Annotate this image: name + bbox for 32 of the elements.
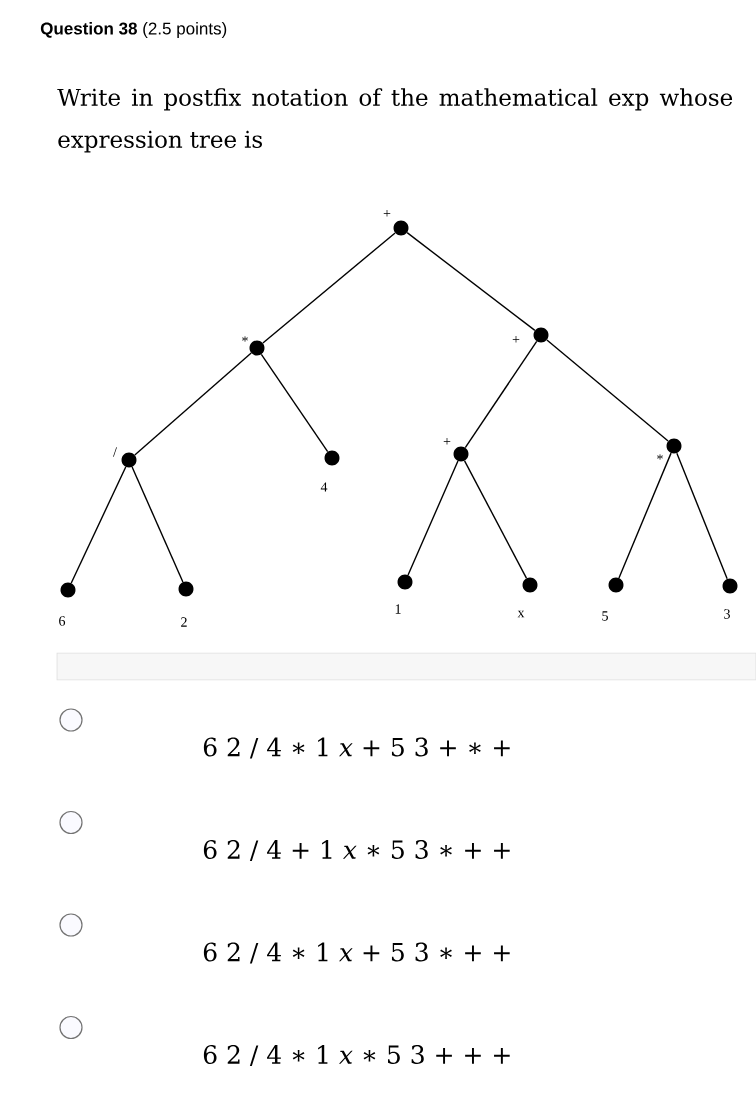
tree-edge bbox=[546, 339, 669, 442]
tree-edge bbox=[262, 232, 396, 344]
node-label: 3 bbox=[724, 609, 730, 619]
node-label: 6 bbox=[59, 616, 66, 626]
tree-edge bbox=[463, 460, 528, 579]
node-label: 4 bbox=[320, 482, 328, 492]
tree-edge bbox=[406, 232, 536, 332]
question-text: Write in postfix notation of the mathematical exp whose expression tree is bbox=[57, 88, 733, 153]
divider-bar bbox=[56, 652, 756, 681]
node-label: + bbox=[443, 438, 451, 445]
node-label: 2 bbox=[181, 617, 187, 627]
tree-edge bbox=[131, 466, 184, 583]
node-label: + bbox=[512, 336, 520, 343]
answer-option: 6 2 / 4 ∗ 1 x + 5 3 + ∗ + bbox=[203, 737, 510, 759]
answer-option: 6 2 / 4 ∗ 1 x + 5 3 ∗ + + bbox=[203, 942, 510, 964]
question-heading: Question 38 (2.5 points) bbox=[40, 22, 227, 38]
node-label: 5 bbox=[602, 611, 608, 621]
node-label: * bbox=[242, 336, 248, 342]
tree-edge bbox=[70, 466, 127, 584]
tree-edge bbox=[134, 352, 252, 456]
node-label: 1 bbox=[395, 604, 401, 614]
answer-option: 6 2 / 4 ∗ 1 x ∗ 5 3 + + + bbox=[203, 1045, 510, 1066]
tree-edge bbox=[260, 353, 329, 453]
tree-edge bbox=[464, 340, 538, 449]
tree-edge bbox=[618, 452, 672, 579]
node-label: / bbox=[113, 447, 117, 457]
answer-option: 6 2 / 4 + 1 x ∗ 5 3 ∗ + + bbox=[203, 840, 510, 861]
tree-edge bbox=[676, 452, 728, 580]
tree-edge bbox=[407, 460, 459, 576]
node-label: x bbox=[517, 610, 525, 618]
node-label: + bbox=[383, 210, 391, 217]
node-label: * bbox=[657, 454, 663, 460]
